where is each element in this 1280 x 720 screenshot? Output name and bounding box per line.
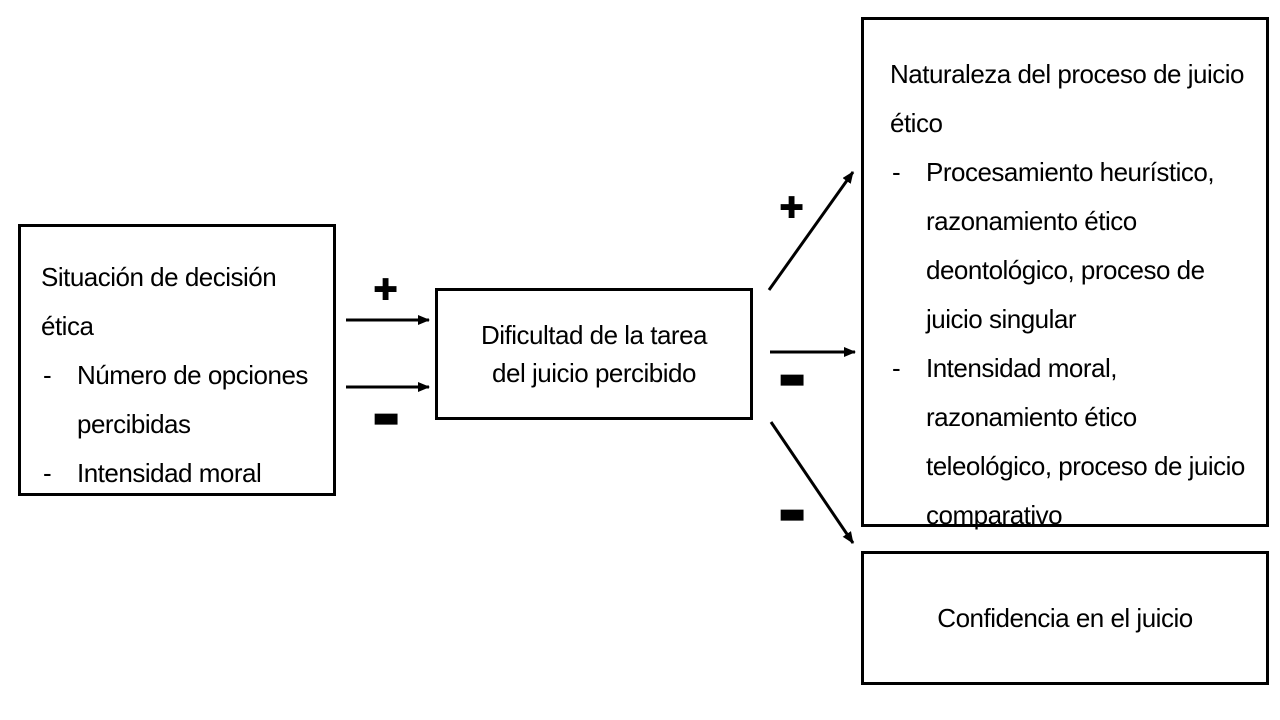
bullet-dash: - (43, 360, 52, 390)
bullet-line: Número de opciones (77, 360, 308, 390)
bullet-line: Intensidad moral, (926, 353, 1117, 383)
bullet-item: - Intensidad moral (41, 449, 333, 498)
box-label: Confidencia en el juicio (937, 603, 1193, 633)
minus-sign: ▬ (372, 400, 401, 435)
bullet-line: teleológico, proceso de juicio (926, 451, 1245, 481)
box-text-line: Dificultad de la tarea (480, 320, 708, 350)
bullet-line: deontológico, proceso de (926, 255, 1205, 285)
bullet-line: Procesamiento heurístico, (926, 157, 1215, 187)
bullet-line: comparativo (926, 500, 1063, 530)
arrow-dificultad-naturaleza-plus (767, 171, 855, 291)
plus-sign: ✚ (779, 191, 805, 226)
dificultad-tarea-box: Dificultad de la tarea del juicio percib… (435, 288, 753, 420)
arrow-dificultad-confidencia-minus (769, 421, 855, 544)
bullet-dash: - (892, 353, 901, 383)
bullet-line: razonamiento ético (926, 402, 1137, 432)
minus-sign: ▬ (778, 361, 807, 396)
box-title-line: Situación de decisión (41, 262, 277, 292)
bullet-dash: - (43, 458, 52, 488)
box-text-line: del juicio percibido (492, 358, 696, 388)
bullet-line: razonamiento ético (926, 206, 1137, 236)
bullet-dash: - (892, 157, 901, 187)
situacion-decision-box: Situación de decisión ética - Número de … (18, 224, 336, 496)
bullet-line: Intensidad moral (77, 458, 262, 488)
plus-sign: ✚ (373, 273, 399, 308)
box-title-line: Naturaleza del proceso de juicio (890, 59, 1245, 89)
naturaleza-proceso-box: Naturaleza del proceso de juicio ético -… (861, 17, 1269, 530)
confidencia-juicio-box: Confidencia en el juicio (861, 551, 1269, 685)
box-title-line: ética (41, 311, 94, 341)
bullet-line: juicio singular (926, 304, 1077, 334)
bullet-line: percibidas (77, 409, 191, 439)
bullet-item: - Número de opciones percibidas (41, 351, 333, 449)
minus-sign: ▬ (778, 496, 807, 531)
bullet-item: - Procesamiento heurístico, razonamiento… (890, 148, 1266, 344)
box-title-line: ético (890, 108, 943, 138)
bullet-item: - Intensidad moral, razonamiento ético t… (890, 344, 1266, 540)
